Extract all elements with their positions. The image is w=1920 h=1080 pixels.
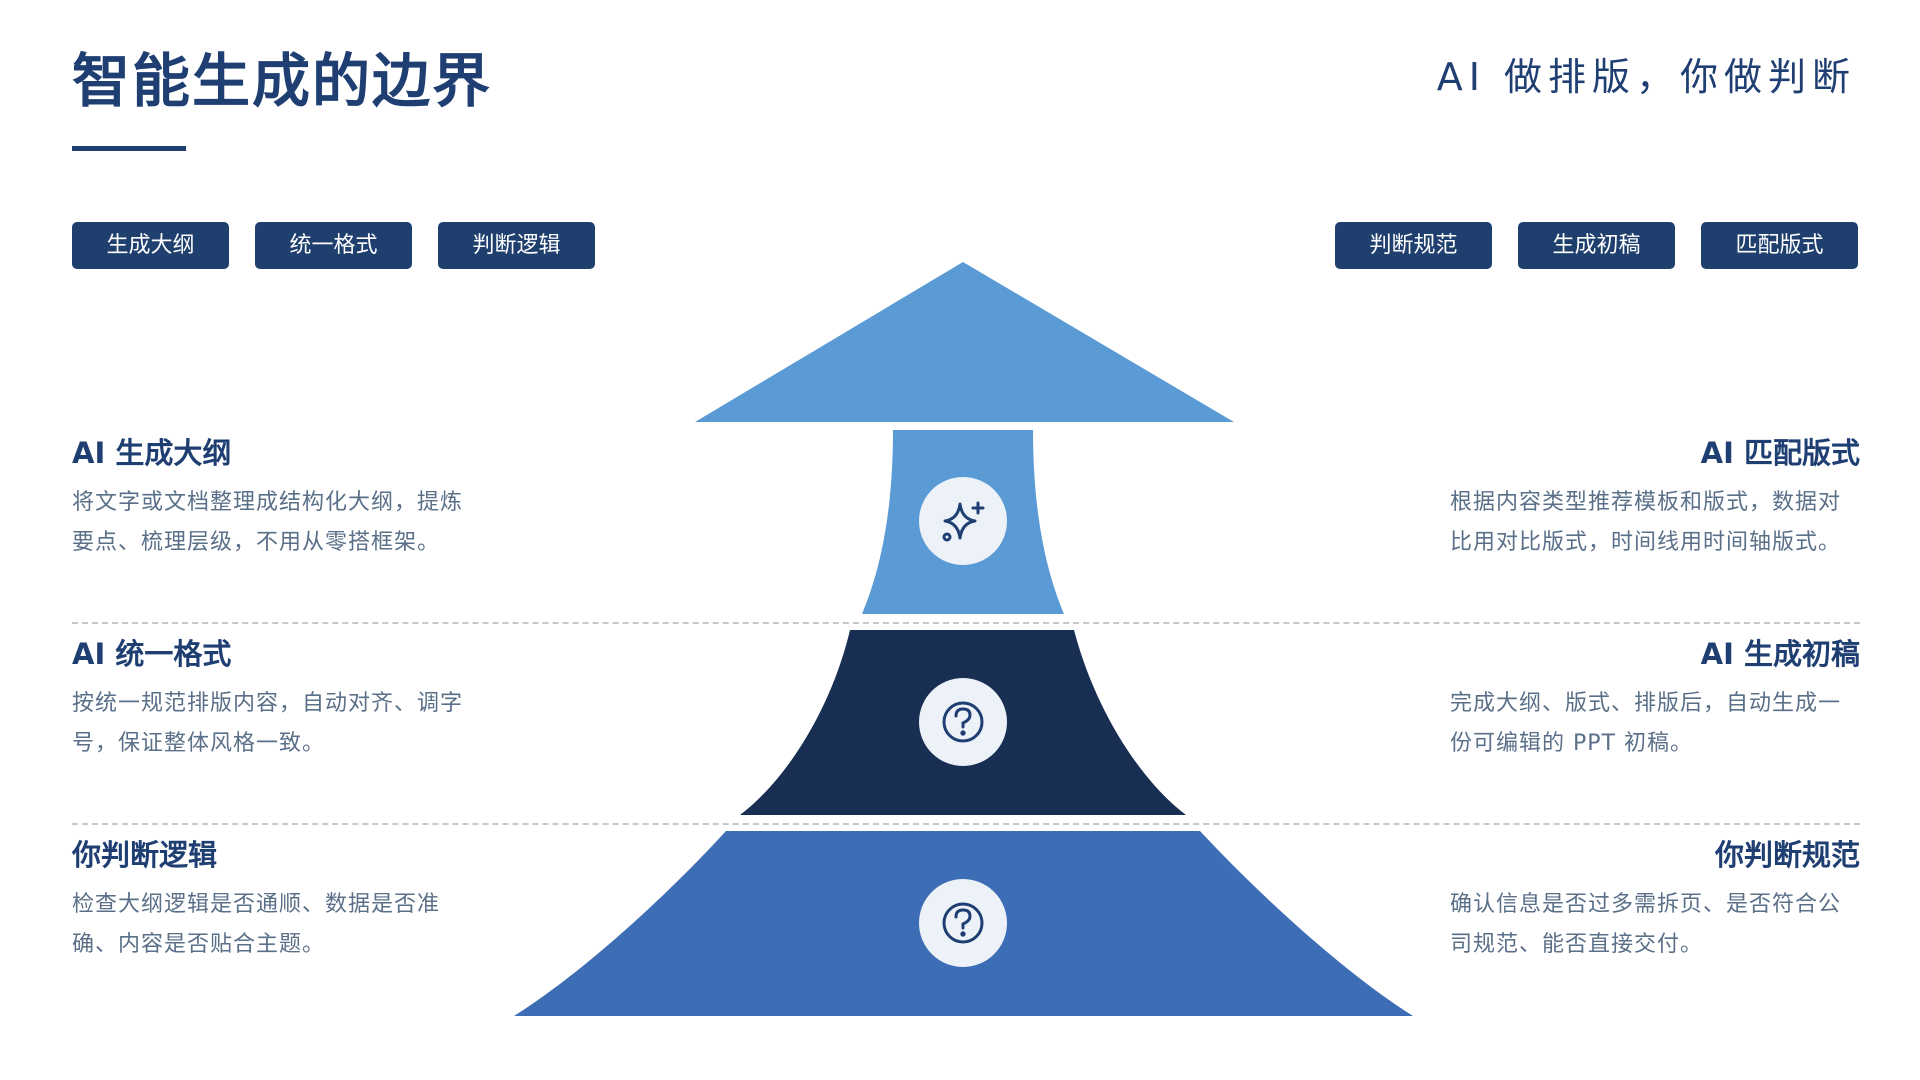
tag-match-layout: 匹配版式 <box>1701 222 1858 269</box>
title-underline <box>72 146 186 151</box>
tag-generate-outline: 生成大纲 <box>72 222 229 269</box>
right-block-draft: AI 生成初稿 完成大纲、版式、排版后，自动生成一份可编辑的 PPT 初稿。 <box>1450 634 1860 764</box>
right-block-standard: 你判断规范 确认信息是否过多需拆页、是否符合公司规范、能否直接交付。 <box>1450 835 1860 965</box>
pyramid-tip <box>695 262 1234 422</box>
tag-unify-format: 统一格式 <box>255 222 412 269</box>
left-block-desc: 按统一规范排版内容，自动对齐、调字号，保证整体风格一致。 <box>72 691 464 756</box>
tag-generate-draft: 生成初稿 <box>1518 222 1675 269</box>
page-subtitle: AI 做排版，你做判断 <box>1436 55 1856 99</box>
row-divider-2 <box>72 823 1860 825</box>
page-title: 智能生成的边界 <box>72 47 493 115</box>
question-circle-icon <box>942 701 984 743</box>
row-divider-1 <box>72 622 1860 624</box>
right-block-title: 你判断规范 <box>1714 838 1860 872</box>
right-block-desc: 确认信息是否过多需拆页、是否符合公司规范、能否直接交付。 <box>1450 892 1842 957</box>
left-block-logic: 你判断逻辑 检查大纲逻辑是否通顺、数据是否准确、内容是否贴合主题。 <box>72 835 482 965</box>
tag-judge-standard: 判断规范 <box>1335 222 1492 269</box>
left-block-title: AI 生成大纲 <box>72 436 232 470</box>
right-block-title: AI 生成初稿 <box>1700 637 1860 671</box>
right-block-desc: 完成大纲、版式、排版后，自动生成一份可编辑的 PPT 初稿。 <box>1450 691 1842 756</box>
left-block-title: AI 统一格式 <box>72 637 232 671</box>
tag-judge-logic: 判断逻辑 <box>438 222 595 269</box>
layer-1-icon-circle <box>919 477 1007 565</box>
left-block-format: AI 统一格式 按统一规范排版内容，自动对齐、调字号，保证整体风格一致。 <box>72 634 482 764</box>
question-circle-icon <box>942 902 984 944</box>
right-block-layout: AI 匹配版式 根据内容类型推荐模板和版式，数据对比用对比版式，时间线用时间轴版… <box>1450 433 1860 563</box>
left-block-desc: 检查大纲逻辑是否通顺、数据是否准确、内容是否贴合主题。 <box>72 892 441 957</box>
right-block-desc: 根据内容类型推荐模板和版式，数据对比用对比版式，时间线用时间轴版式。 <box>1450 490 1842 555</box>
left-block-title: 你判断逻辑 <box>72 838 218 872</box>
right-block-title: AI 匹配版式 <box>1700 436 1860 470</box>
left-block-outline: AI 生成大纲 将文字或文档整理成结构化大纲，提炼要点、梳理层级，不用从零搭框架… <box>72 433 482 563</box>
sparkle-icon <box>942 501 985 542</box>
left-block-desc: 将文字或文档整理成结构化大纲，提炼要点、梳理层级，不用从零搭框架。 <box>72 490 464 555</box>
